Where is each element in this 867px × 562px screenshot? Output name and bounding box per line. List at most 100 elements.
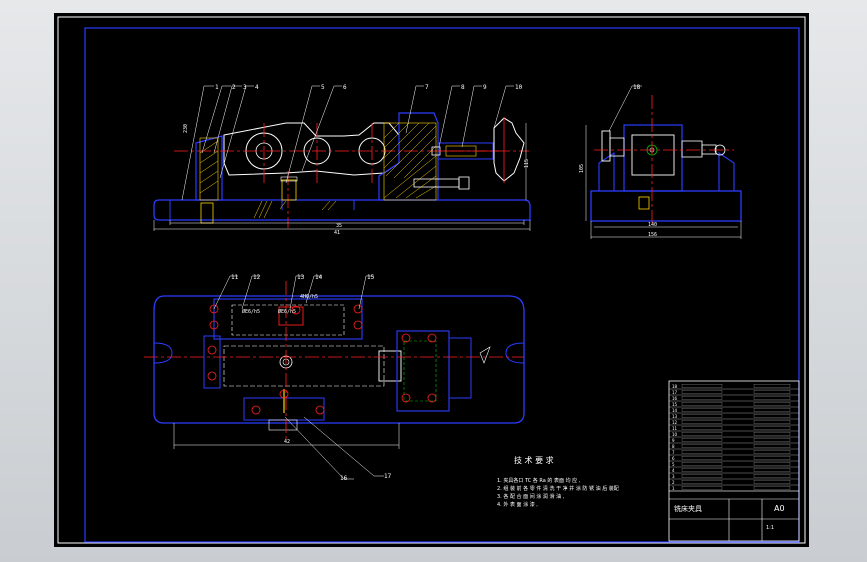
parts-row-number: 12 <box>672 420 678 425</box>
parts-row-cell <box>681 420 723 424</box>
parts-row-number: 7 <box>672 450 675 455</box>
parts-row-cell <box>753 468 791 472</box>
parts-row-number: 17 <box>672 390 678 395</box>
top-view: 42 ØE6/h5 ØE6/h5 4H6/h5 11 12 13 14 15 1… <box>144 274 525 482</box>
fit-label-1: ØE6/h5 <box>242 308 260 315</box>
parts-row-number: 2 <box>672 480 675 485</box>
callout-18: 18 <box>633 84 641 91</box>
fit-label-2: ØE6/h5 <box>278 308 296 315</box>
callout-2: 2 <box>232 84 236 91</box>
parts-row-number: 16 <box>672 396 678 401</box>
parts-row-number: 13 <box>672 414 678 419</box>
callout-15: 15 <box>367 274 375 281</box>
notes-line-2: 2. 组 装 前 各 零 件 清 洗 干 净 并 涂 防 锈 油 后 装配 <box>497 485 619 492</box>
callout-16: 16 <box>340 475 348 482</box>
fit-label-3: 4H6/h5 <box>300 294 318 300</box>
parts-row-cell <box>753 414 791 418</box>
dim-front-overall: 41 <box>334 230 340 236</box>
callout-12: 12 <box>253 274 261 281</box>
parts-row-cell <box>753 396 791 400</box>
dim-side-height: 105 <box>579 164 585 173</box>
notes-title: 技 术 要 求 <box>514 455 554 465</box>
parts-row-cell <box>681 402 723 406</box>
parts-row-cell <box>753 426 791 430</box>
parts-row-number: 10 <box>672 432 678 437</box>
dim-top-bottom: 42 <box>284 439 290 445</box>
callout-13: 13 <box>297 274 305 281</box>
parts-row-cell <box>681 426 723 430</box>
callout-3: 3 <box>243 84 247 91</box>
notes-line-3: 3. 各 配 合 面 间 涂 润 滑 油 , <box>497 493 565 500</box>
callout-9: 9 <box>483 84 487 91</box>
cad-viewport[interactable]: 35 41 115 230 1 2 3 4 5 6 7 8 9 10 <box>54 13 809 547</box>
callout-10: 10 <box>515 84 523 91</box>
parts-row-cell <box>753 486 791 490</box>
parts-row-cell <box>681 474 723 478</box>
parts-row-cell <box>753 402 791 406</box>
callout-17: 17 <box>384 473 392 480</box>
outer-border <box>57 16 806 544</box>
tech-notes: 技 术 要 求 1. 夹具各口 TC 各 Ra 的 表面 均 应 , 2. 组 … <box>497 455 619 508</box>
notes-line-1: 1. 夹具各口 TC 各 Ra 的 表面 均 应 , <box>497 477 581 484</box>
dim-side-overall: 156 <box>648 232 657 238</box>
cad-drawing: 35 41 115 230 1 2 3 4 5 6 7 8 9 10 <box>57 16 806 544</box>
parts-row-cell <box>681 432 723 436</box>
parts-row-cell <box>753 480 791 484</box>
parts-row-cell <box>753 384 791 388</box>
parts-row-number: 4 <box>672 468 675 473</box>
parts-row-cell <box>681 456 723 460</box>
callout-6: 6 <box>343 84 347 91</box>
parts-row-number: 5 <box>672 462 675 467</box>
parts-row-cell <box>681 480 723 484</box>
parts-row-cell <box>753 450 791 454</box>
parts-row-number: 9 <box>672 438 675 443</box>
parts-row-number: 3 <box>672 474 675 479</box>
parts-row-cell <box>681 396 723 400</box>
svg-text:230: 230 <box>183 124 189 133</box>
callout-1: 1 <box>215 84 219 91</box>
parts-row-number: 14 <box>672 408 678 413</box>
parts-row-cell <box>753 444 791 448</box>
callout-11: 11 <box>231 274 239 281</box>
parts-row-cell <box>753 432 791 436</box>
parts-row-cell <box>753 456 791 460</box>
parts-row-cell <box>681 450 723 454</box>
parts-row-cell <box>681 408 723 412</box>
parts-row-cell <box>753 438 791 442</box>
parts-row-cell <box>753 390 791 394</box>
parts-row-cell <box>681 468 723 472</box>
parts-row-cell <box>681 438 723 442</box>
parts-row-cell <box>681 444 723 448</box>
dim-front-height: 115 <box>524 159 530 168</box>
title-block-size: A0 <box>774 504 785 513</box>
callout-5: 5 <box>321 84 325 91</box>
parts-row-cell <box>681 384 723 388</box>
parts-row-number: 18 <box>672 384 678 389</box>
parts-row-cell <box>753 408 791 412</box>
parts-row-cell <box>753 420 791 424</box>
front-view: 35 41 115 230 1 2 3 4 5 6 7 8 9 10 <box>153 84 531 236</box>
parts-row-number: 8 <box>672 444 675 449</box>
parts-row-number: 6 <box>672 456 675 461</box>
parts-row-number: 11 <box>672 426 678 431</box>
parts-row-number: 1 <box>672 486 675 491</box>
parts-row-cell <box>681 414 723 418</box>
callout-14: 14 <box>315 274 323 281</box>
callout-8: 8 <box>461 84 465 91</box>
title-block-name: 铣床夹具 <box>674 504 702 513</box>
parts-row-cell <box>681 390 723 394</box>
parts-row-cell <box>681 486 723 490</box>
side-view: 105 140 156 18 <box>579 84 742 239</box>
parts-row-cell <box>753 474 791 478</box>
callout-7: 7 <box>425 84 429 91</box>
inner-frame <box>84 27 800 543</box>
dim-side-inner: 140 <box>648 222 657 228</box>
dim-front-inner: 35 <box>336 223 342 229</box>
notes-line-4: 4. 外 表 面 涂 漆 , <box>497 501 538 508</box>
title-block-scale: 1:1 <box>766 525 774 531</box>
parts-row-cell <box>753 462 791 466</box>
parts-row-cell <box>681 462 723 466</box>
callout-4: 4 <box>255 84 259 91</box>
parts-row-number: 15 <box>672 402 678 407</box>
